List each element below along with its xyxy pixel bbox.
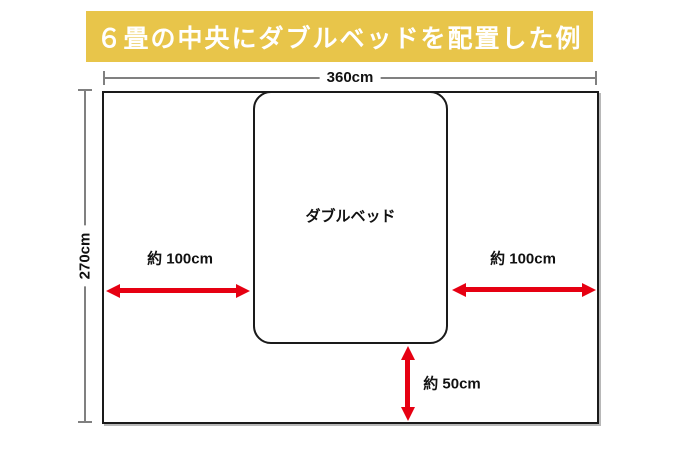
bottom-clearance-arrow: [405, 360, 410, 407]
page-title: ６畳の中央にダブルベッドを配置した例: [96, 24, 583, 53]
bottom-clearance-label: 約 50cm: [423, 375, 481, 393]
left-dimension-top-tick: [78, 89, 92, 91]
room-height-label: 270cm: [76, 225, 94, 287]
left-clearance-arrow: [120, 288, 236, 293]
bed-label: ダブルベッド: [305, 208, 396, 225]
top-dimension-left-tick: [103, 71, 105, 85]
top-dimension-right-tick: [595, 71, 597, 85]
double-bed: ダブルベッド: [253, 91, 448, 344]
left-clearance-label: 約 100cm: [147, 250, 213, 268]
right-clearance-arrow: [466, 287, 582, 292]
room-width-label: 360cm: [319, 69, 381, 86]
right-clearance-label: 約 100cm: [490, 250, 556, 268]
left-dimension-bottom-tick: [78, 421, 92, 423]
title-banner: ６畳の中央にダブルベッドを配置した例: [86, 11, 593, 62]
